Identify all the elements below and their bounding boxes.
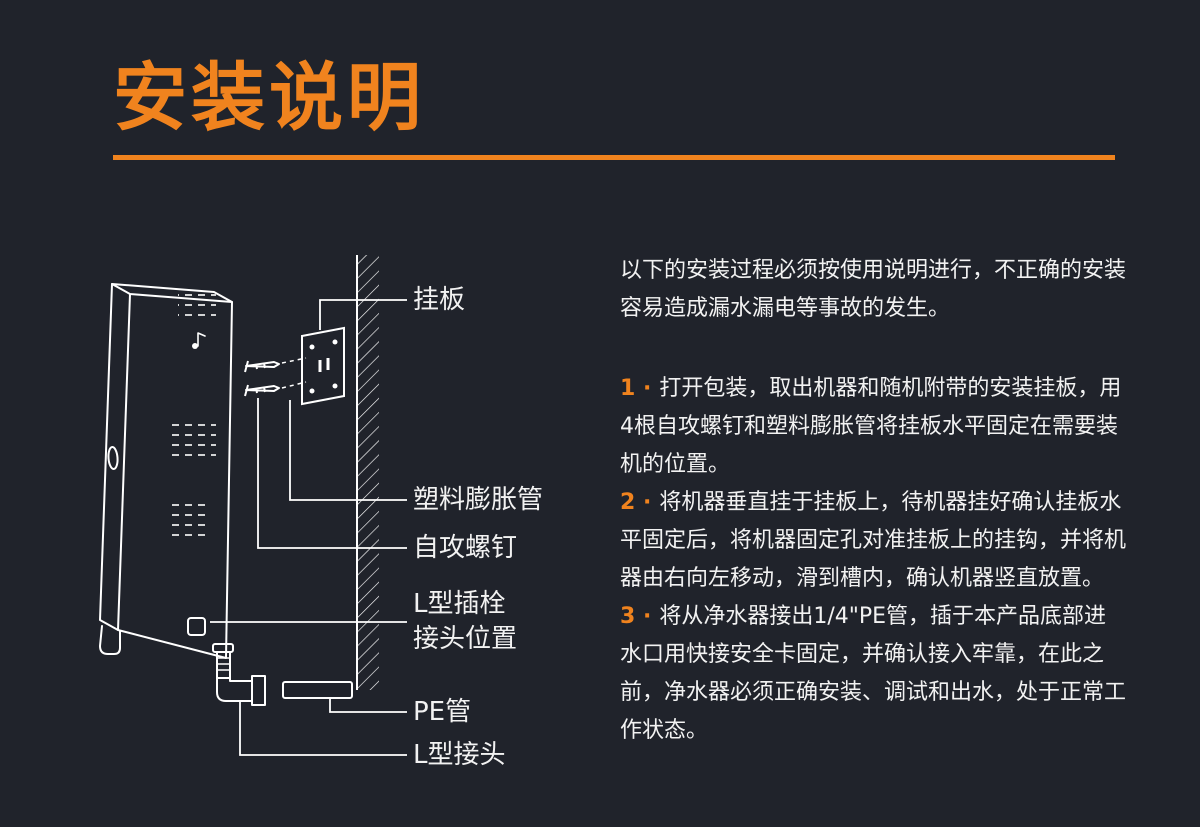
note-mark: [192, 332, 206, 349]
mounting-plate-drawing: [301, 326, 345, 406]
label-l-plug-position: L型插栓 接头位置: [413, 587, 517, 657]
label-l-connector: L型接头: [413, 740, 506, 770]
leader-l-connector: [239, 701, 407, 756]
title-underline: [113, 155, 1115, 160]
intro-paragraph: 以下的安装过程必须按使用说明进行，不正确的安装容易造成漏水漏电等事故的发生。: [620, 258, 1127, 321]
l-connector-drawing: [212, 643, 266, 706]
label-expansion-tube: 塑料膨胀管: [413, 485, 544, 515]
vent-slots-middle: [172, 420, 216, 460]
step-1-number: 1 ·: [620, 376, 652, 401]
label-l-plug-line2: 接头位置: [413, 624, 518, 654]
label-self-tapping-screw: 自攻螺钉: [413, 533, 518, 563]
label-mounting-plate: 挂板: [413, 285, 466, 315]
l-plug-port: [187, 617, 206, 636]
leader-pe-pipe: [329, 698, 407, 713]
step-1: 1 ·打开包装，取出机器和随机附带的安装挂板，用4根自攻螺钉和塑料膨胀管将挂板水…: [620, 370, 1128, 484]
screw-2: [244, 384, 280, 397]
instructions-panel: 以下的安装过程必须按使用说明进行，不正确的安装容易造成漏水漏电等事故的发生。 1…: [620, 252, 1128, 750]
device-foot: [99, 625, 121, 655]
label-pe-pipe: PE管: [413, 697, 472, 727]
step-2-text: 将机器垂直挂于挂板上，待机器挂好确认挂板水平固定后，将机器固定孔对准挂板上的挂钩…: [620, 490, 1127, 591]
wall-hatching: [356, 255, 379, 690]
label-l-plug-line1: L型插栓: [413, 589, 506, 619]
vent-slots-bottom: [166, 502, 210, 544]
pe-pipe-drawing: [282, 681, 353, 699]
step-3-number: 3 ·: [620, 604, 652, 629]
vent-slots-top: [178, 288, 216, 318]
page-title: 安装说明: [113, 55, 425, 141]
installation-diagram: [99, 255, 407, 756]
leader-screw: [257, 398, 407, 549]
step-3: 3 ·将从净水器接出1/4"PE管，插于本产品底部进水口用快接安全卡固定，并确认…: [620, 598, 1128, 750]
step-1-text: 打开包装，取出机器和随机附带的安装挂板，用4根自攻螺钉和塑料膨胀管将挂板水平固定…: [620, 376, 1122, 477]
step-2: 2 ·将机器垂直挂于挂板上，待机器挂好确认挂板水平固定后，将机器固定孔对准挂板上…: [620, 484, 1128, 598]
step-2-number: 2 ·: [620, 490, 652, 515]
device-body: [99, 283, 233, 659]
leader-lines: [210, 299, 407, 756]
leader-expansion-tube: [289, 400, 407, 501]
diagram-area: 挂板 塑料膨胀管 自攻螺钉 L型插栓 接头位置 PE管 L型接头: [80, 230, 625, 805]
screw-1: [244, 360, 280, 373]
device-button: [107, 446, 119, 470]
leader-mounting-plate: [319, 299, 407, 330]
step-3-text: 将从净水器接出1/4"PE管，插于本产品底部进水口用快接安全卡固定，并确认接入牢…: [620, 604, 1127, 743]
screws-drawing: [244, 357, 307, 397]
